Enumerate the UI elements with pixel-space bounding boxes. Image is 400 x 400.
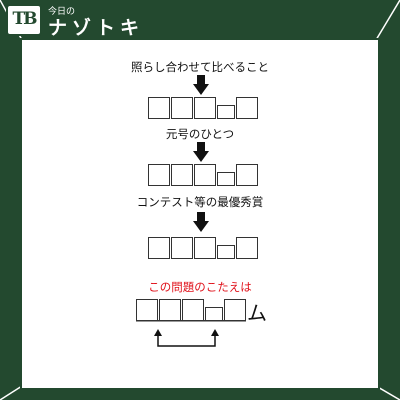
down-arrow-icon [193,142,209,162]
letter-box [194,97,216,119]
down-arrow-icon [193,75,209,95]
small-letter-box [217,245,235,259]
down-arrow-icon [193,212,209,232]
letter-box [224,299,246,321]
logo-text: TB [12,9,37,29]
letter-box [148,97,170,119]
letter-box [236,237,258,259]
tb-logo: TB [6,4,42,36]
small-letter-box [217,172,235,186]
letter-box [194,164,216,186]
letter-box [171,237,193,259]
clue-2-text: 元号のひとつ [165,127,235,141]
answer-suffix: ム [247,301,267,325]
letter-box [136,299,158,321]
letter-box [236,164,258,186]
small-letter-box [205,307,223,321]
letter-box [148,237,170,259]
header-title: ナゾトキ [48,17,145,39]
letter-box [159,299,181,321]
small-letter-box [217,105,235,119]
letter-box [236,97,258,119]
clue-3-text: コンテスト等の最優秀賞 [136,195,264,209]
letter-box [171,97,193,119]
answer-label: この問題のこたえは [148,280,252,294]
clue-1-text: 照らし合わせて比べること [131,60,269,74]
letter-box [171,164,193,186]
swap-bracket-arrow-icon [136,320,246,347]
header-subtitle: 今日の [48,7,76,17]
letter-box [182,299,204,321]
letter-box [194,237,216,259]
letter-box [148,164,170,186]
header: TB 今日の ナゾトキ [0,0,400,39]
